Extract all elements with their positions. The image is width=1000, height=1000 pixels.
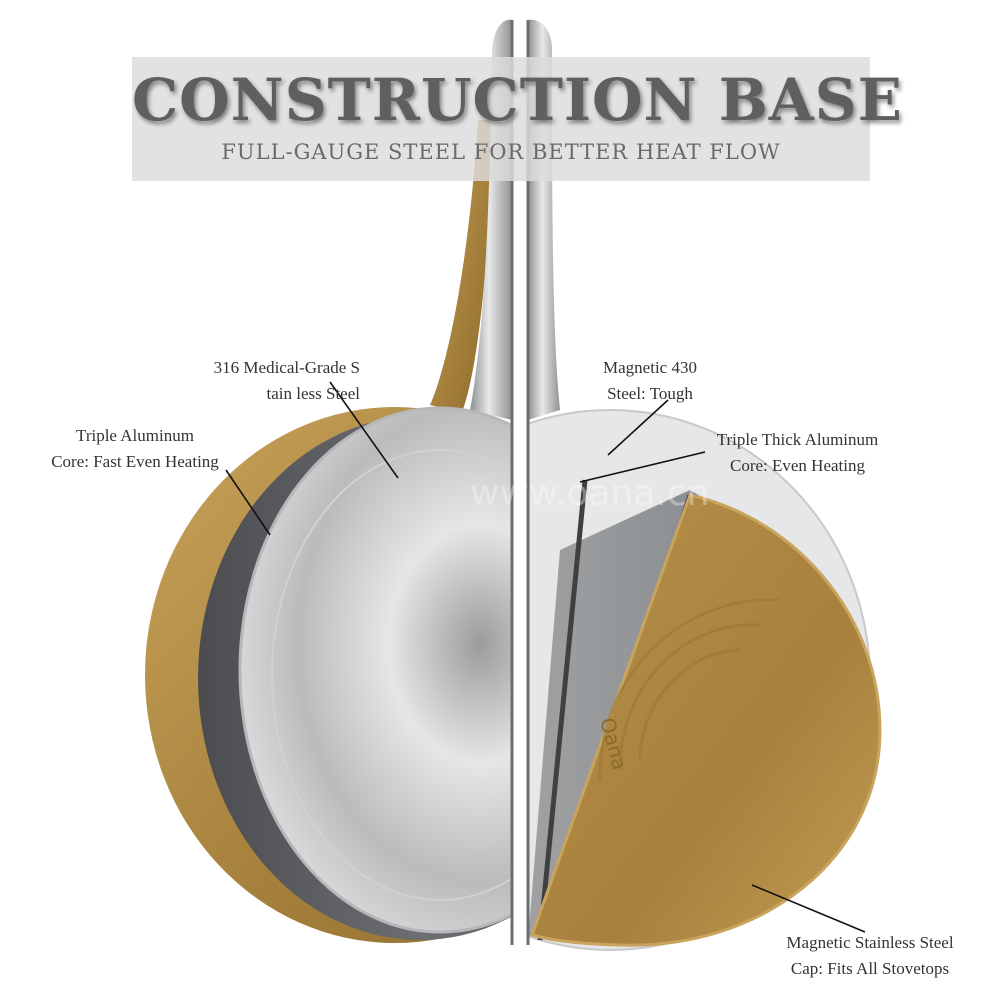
steel-pan-body: [238, 406, 512, 934]
leader-triple-thick: [579, 451, 706, 483]
title-banner: [132, 57, 870, 181]
label-magnetic-cap: Magnetic Stainless Steel Cap: Fits All S…: [755, 930, 985, 982]
label-line: tain less Steel: [266, 384, 360, 403]
magnetic-cap: [530, 493, 882, 947]
leader-316: [329, 381, 399, 479]
page-subtitle: FULL-GAUGE STEEL FOR BETTER HEAT FLOW: [221, 140, 781, 164]
center-divider: [512, 15, 528, 945]
label-line: Triple Thick Aluminum: [716, 430, 879, 449]
page-title: CONSTRUCTION BASE: [132, 66, 903, 134]
label-line: 316 Medical-Grade S: [213, 358, 360, 377]
label-line: Core: Even Heating: [729, 456, 865, 475]
label-line: Cap: Fits All Stovetops: [790, 959, 950, 978]
label-line: Triple Aluminum: [76, 426, 194, 445]
copper-handle: [430, 120, 492, 412]
label-triple-aluminum: Triple Aluminum Core: Fast Even Heating: [20, 423, 250, 475]
label-magnetic-430: Magnetic 430 Steel: Tough: [575, 355, 725, 407]
label-line: Steel: Tough: [607, 384, 693, 403]
label-316-steel: 316 Medical-Grade S tain less Steel: [150, 355, 360, 407]
label-line: Core: Fast Even Heating: [51, 452, 219, 471]
leader-triple-aluminum: [225, 469, 271, 536]
label-line: Magnetic Stainless Steel: [786, 933, 954, 952]
leader-cap: [751, 884, 866, 933]
leader-430: [607, 399, 669, 456]
label-line: Magnetic 430: [603, 358, 697, 377]
label-triple-thick-aluminum: Triple Thick Aluminum Core: Even Heating: [680, 427, 915, 479]
